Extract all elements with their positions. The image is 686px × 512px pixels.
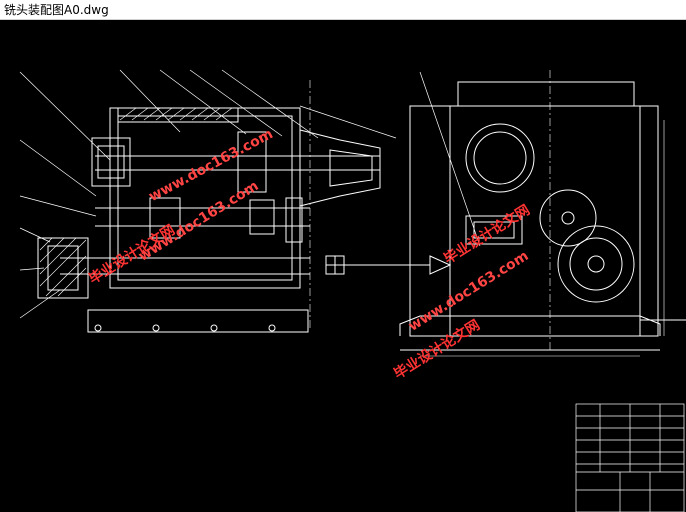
cad-drawing bbox=[19, 69, 686, 512]
window-titlebar: 铣头装配图A0.dwg bbox=[0, 0, 686, 20]
left-section-view bbox=[19, 69, 397, 333]
window-title: 铣头装配图A0.dwg bbox=[4, 3, 109, 17]
title-block bbox=[575, 403, 685, 512]
right-end-view bbox=[399, 70, 686, 357]
cad-drawing-canvas[interactable]: 毕业设计论文网 www.doc163.com www.doc163.com 毕业… bbox=[0, 20, 686, 512]
